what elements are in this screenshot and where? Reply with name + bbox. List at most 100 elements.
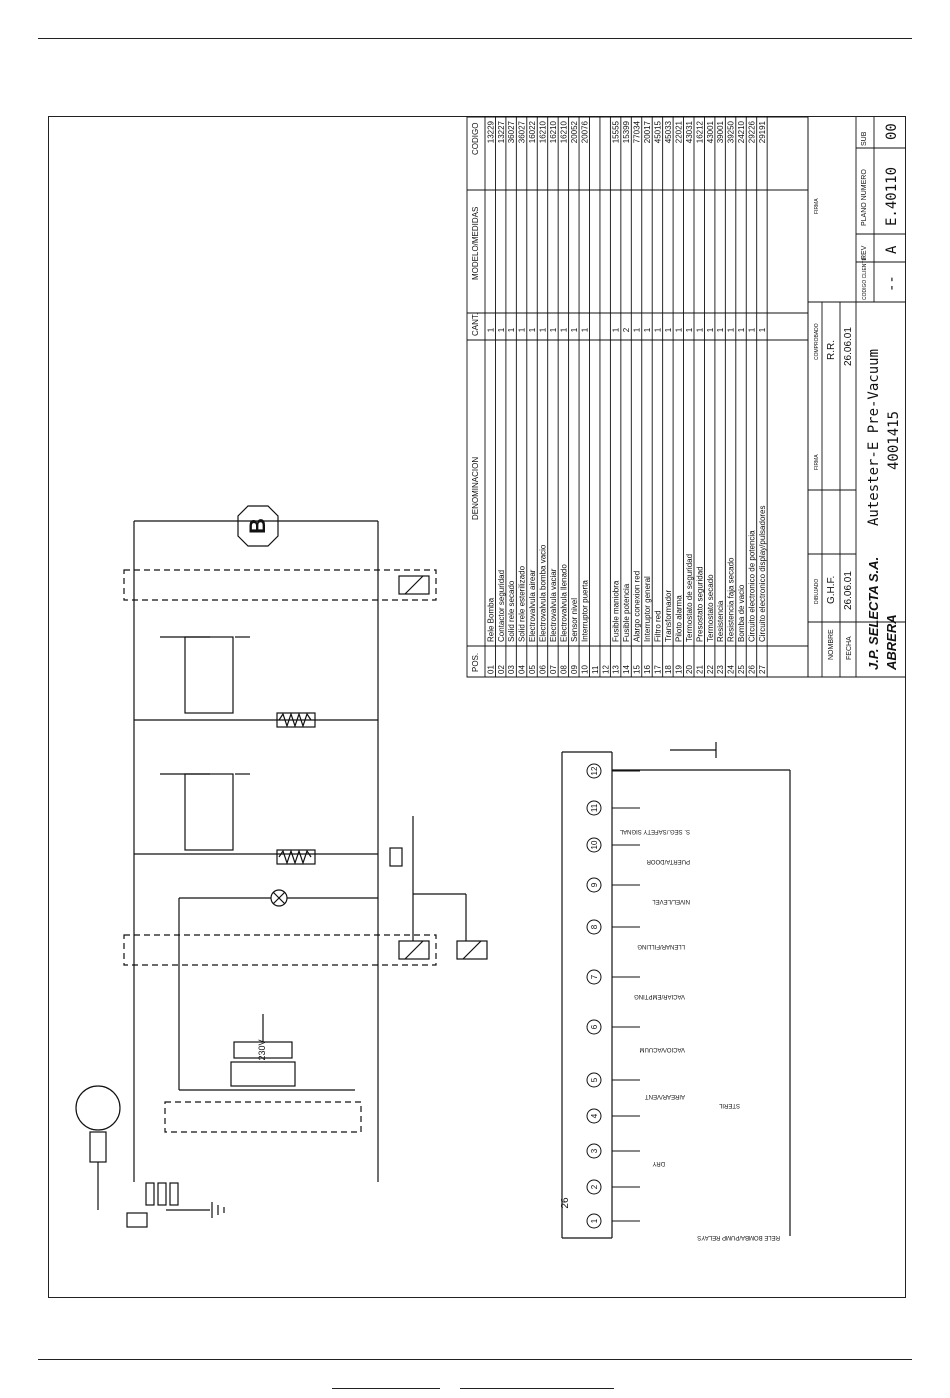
table-row-pos: 09 bbox=[570, 665, 579, 674]
firma-label-2: FIRMA bbox=[814, 198, 820, 214]
table-row-pos: 25 bbox=[737, 665, 746, 674]
table-row-cant: 1 bbox=[612, 327, 621, 332]
table-row-code: 16212 bbox=[695, 120, 704, 143]
table-row-name: Electrovalvula vaciar bbox=[549, 568, 558, 642]
table-row-pos: 22 bbox=[706, 665, 715, 674]
table-row-cant: 1 bbox=[727, 327, 736, 332]
table-row-name: Solid rele esterilizado bbox=[518, 565, 527, 642]
table-row-code: 45033 bbox=[664, 120, 673, 143]
pcb-pin-label: 2 bbox=[590, 1184, 599, 1189]
table-row-code: 24210 bbox=[737, 120, 746, 143]
table-row-code: 36027 bbox=[518, 120, 527, 143]
table-row-code: 45015 bbox=[654, 120, 663, 143]
pcb-pin-circle bbox=[586, 763, 602, 779]
table-row-name: Interruptor puerta bbox=[580, 580, 589, 642]
table-row-name: Electrovalvula bomba vacio bbox=[539, 544, 548, 642]
pcb-label-filling: LLENAR/FILLING bbox=[637, 943, 685, 949]
table-row-cant: 1 bbox=[654, 327, 663, 332]
pcb-pin-label: 3 bbox=[590, 1148, 599, 1153]
table-row-code: 20017 bbox=[643, 120, 652, 143]
table-row-code: 36027 bbox=[507, 120, 516, 143]
table-row-pos: 12 bbox=[601, 665, 610, 674]
pcb-pin-label: 11 bbox=[590, 803, 599, 812]
pcb-pin-label: 12 bbox=[590, 766, 599, 775]
table-row-pos: 20 bbox=[685, 665, 694, 674]
pcb-pin-circle bbox=[586, 919, 602, 935]
table-row-code: 22021 bbox=[674, 120, 683, 143]
table-row-name: Presostato seguridad bbox=[695, 566, 704, 642]
pump-letter: B bbox=[245, 518, 270, 534]
pcb-pin-circle bbox=[586, 1179, 602, 1195]
table-row-name: Piloto alarma bbox=[674, 595, 683, 642]
table-row-pos: 01 bbox=[486, 665, 495, 674]
table-row-pos: 04 bbox=[518, 665, 527, 674]
pcb-pin-label: 7 bbox=[590, 974, 599, 979]
table-row-code: 16210 bbox=[539, 120, 548, 143]
footer-rule bbox=[38, 1359, 912, 1360]
table-row-pos: 24 bbox=[727, 665, 736, 674]
table-row-name: Fusible potencia bbox=[622, 583, 631, 642]
table-row-cant: 1 bbox=[528, 327, 537, 332]
table-row-pos: 06 bbox=[539, 665, 548, 674]
sub-label: SUB bbox=[861, 131, 868, 146]
pcb-pin-circle bbox=[586, 1213, 602, 1229]
pcb-output-labels: RELE BOMBA/PUMP RELAYSDRYSTERILAIREAR/VE… bbox=[619, 828, 780, 1240]
pcb-label-door: PUERTA/DOOR bbox=[646, 858, 690, 864]
table-row-pos: 05 bbox=[528, 665, 537, 674]
table-row-name: Electrovalvula llenado bbox=[559, 564, 568, 642]
table-row-cant: 1 bbox=[497, 327, 506, 332]
table-row-cant: 1 bbox=[643, 327, 652, 332]
table-row-pos: 02 bbox=[497, 665, 506, 674]
table-row-pos: 23 bbox=[716, 665, 725, 674]
table-row-pos: 19 bbox=[674, 665, 683, 674]
table-row-cant: 1 bbox=[706, 327, 715, 332]
table-row-name: Termostato secado bbox=[706, 574, 715, 642]
col-header-pos: POS. bbox=[471, 653, 480, 672]
table-row-pos: 03 bbox=[507, 665, 516, 674]
nombre-label: NOMBRE bbox=[828, 629, 835, 660]
table-row-name: Interruptor general bbox=[643, 576, 652, 642]
table-row-pos: 26 bbox=[748, 665, 757, 674]
col-header-codigo: CODIGO bbox=[471, 123, 480, 155]
table-row-pos: 11 bbox=[591, 665, 600, 674]
comprobado-name: R.R. bbox=[826, 340, 837, 360]
comprobado-label: COMPROBADO bbox=[814, 323, 820, 360]
pcb-label-steril: STERIL bbox=[718, 1102, 740, 1108]
table-row-cant: 1 bbox=[570, 327, 579, 332]
table-row-name: Sensor nivel bbox=[570, 598, 579, 642]
table-row-code: 29226 bbox=[748, 120, 757, 143]
drawing-title: Autester-E Pre-Vacuum bbox=[866, 349, 882, 526]
table-row-code: 29191 bbox=[758, 120, 767, 143]
pcb-label-vent: AIREAR/VENT bbox=[645, 1093, 685, 1099]
table-row-pos: 16 bbox=[643, 665, 652, 674]
table-row-code: 15399 bbox=[622, 120, 631, 143]
drawing-frame bbox=[48, 116, 906, 1298]
table-row-pos: 14 bbox=[622, 665, 631, 674]
table-row-name: Alargo conexion red bbox=[633, 571, 642, 642]
table-row-pos: 10 bbox=[580, 665, 589, 674]
table-row-name: Solid rele secado bbox=[507, 580, 516, 642]
pcb-ref: 26 bbox=[560, 1197, 571, 1209]
pcb-pin-circle bbox=[586, 800, 602, 816]
fecha-label: FECHA bbox=[846, 636, 853, 660]
table-row-cant: 1 bbox=[737, 327, 746, 332]
plano-value: E.40110 bbox=[884, 167, 900, 226]
table-row-code: 39001 bbox=[716, 120, 725, 143]
comprobado-date: 26.06.01 bbox=[843, 327, 854, 366]
footer-line-right bbox=[460, 1388, 614, 1389]
pcb-pin-circle bbox=[586, 1072, 602, 1088]
table-row-pos: 15 bbox=[633, 665, 642, 674]
table-row-pos: 21 bbox=[695, 665, 704, 674]
table-row-cant: 1 bbox=[549, 327, 558, 332]
table-row-cant: 1 bbox=[486, 327, 495, 332]
col-header-cant: CANT. bbox=[471, 313, 480, 336]
pcb-pin-label: 4 bbox=[590, 1113, 599, 1118]
drawing-code: 4001415 bbox=[886, 411, 902, 470]
col-header-modelo: MODELO/MEDIDAS bbox=[471, 207, 480, 280]
table-row-code: 77034 bbox=[633, 120, 642, 143]
codigo-cliente: -- bbox=[884, 275, 900, 292]
table-row-pos: 13 bbox=[612, 665, 621, 674]
